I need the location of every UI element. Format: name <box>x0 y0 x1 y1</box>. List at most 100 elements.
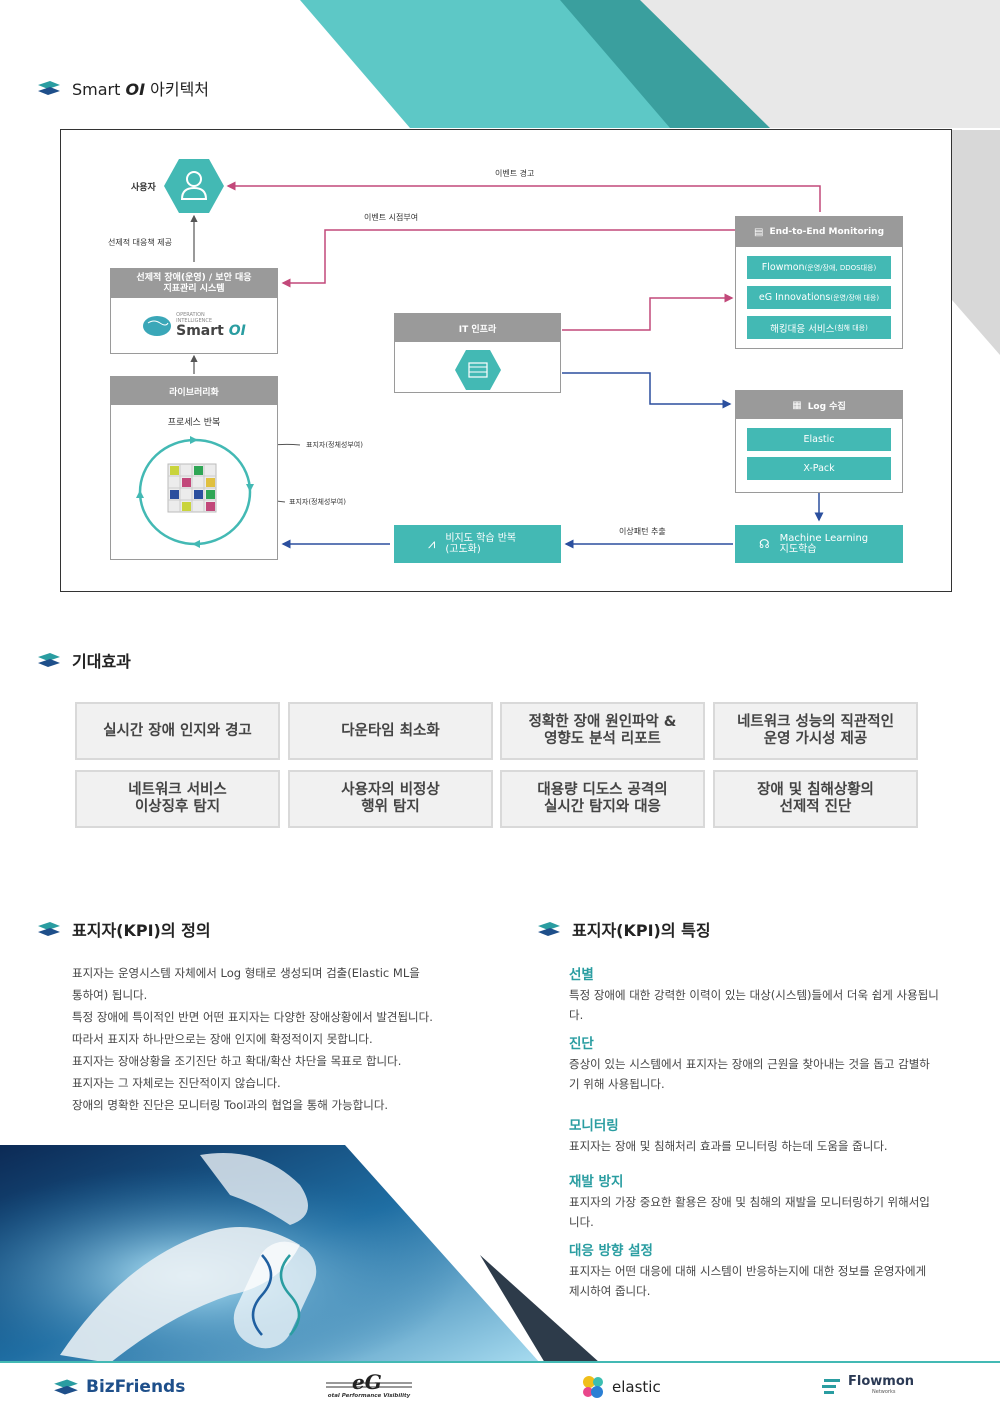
effect-text: 대용량 디도스 공격의 실시간 탐지와 대응 <box>537 782 668 815</box>
effect-text: 장애 및 침해상황의 선제적 진단 <box>757 782 874 815</box>
e2e-title: End-to-End Monitoring <box>769 227 885 237</box>
elastic-icon <box>583 1376 603 1398</box>
flowmon-sub: (운영/장애, DDOS대응) <box>804 263 877 272</box>
header-decoration <box>300 0 1000 355</box>
oi-small-2: INTELLIGENCE <box>176 318 213 324</box>
hack-main: 해킹대응 서비스 <box>770 323 835 335</box>
hack-sub: (침해 대응) <box>834 323 868 332</box>
flowmon-icon <box>822 1379 840 1394</box>
kpi-def-line: 통하여) 됩니다. <box>72 988 148 1002</box>
bizfriends-logo: BizFriends <box>52 1376 185 1398</box>
elastic-text: elastic <box>612 1378 661 1396</box>
feature-text: 특정 장애에 대한 강력한 이력이 있는 대상(시스템)들에서 더욱 쉽게 사용… <box>569 988 939 1022</box>
kpi-def-line: 표지자는 운영시스템 자체에서 Log 형태로 생성되며 검출(Elastic … <box>72 966 420 980</box>
eg-logo: eG otal Performance Visibility <box>326 1371 412 1399</box>
kpi-management-system: 선제적 장애(운영) / 보안 대응 지표관리 시스템 OPERATION IN… <box>110 268 278 354</box>
feature-text: 증상이 있는 시스템에서 표지자는 장애의 근원을 찾아내는 것을 돕고 감별하… <box>569 1057 930 1091</box>
anomaly-extract-label: 이상패턴 추출 <box>619 527 666 536</box>
arch-title-prefix: Smart <box>72 80 126 99</box>
smart-oi-logo: OPERATION INTELLIGENCE Smart OI <box>111 298 277 353</box>
user-icon <box>164 159 224 213</box>
feature-text: 표지자는 어떤 대응에 대해 시스템이 반응하는지에 대한 정보를 운영자에게 … <box>569 1264 927 1298</box>
unsup-line-2: (고도화) <box>445 544 481 555</box>
oi-oi: OI <box>228 323 246 339</box>
kpi-def-line: 따라서 표지자 하나만으로는 장애 인지에 확정적이지 못합니다. <box>72 1032 373 1046</box>
unsup-line-1: 비지도 학습 반복 <box>445 533 517 544</box>
svg-text:eG: eG <box>352 1371 382 1393</box>
kpi-system-title: 선제적 장애(운영) / 보안 대응 지표관리 시스템 <box>111 269 277 298</box>
brain-icon <box>143 315 172 336</box>
effect-card: 장애 및 침해상황의 선제적 진단 <box>713 770 918 828</box>
feature-title: 재발 방지 <box>569 1174 624 1190</box>
kpi-def-line: 장애의 명확한 진단은 모니터링 Tool과의 협업을 통해 가능합니다. <box>72 1098 389 1112</box>
kpi-def-line: 표지자는 장애상황을 조기진단 하고 확대/확산 차단을 목표로 합니다. <box>72 1054 402 1068</box>
cube-cycle-icon <box>136 436 254 548</box>
unsupervised-learning-box: ⩘ 비지도 학습 반복(고도화) <box>394 525 561 563</box>
flowmon-text: Flowmon <box>848 1374 915 1389</box>
bizfriends-text: BizFriends <box>86 1377 186 1397</box>
chart-icon: ⩘ <box>428 536 436 552</box>
bizfriends-s-icon <box>38 922 60 936</box>
ml-brain-icon: ☊ <box>759 537 770 551</box>
flowmon-sub-text: Networks <box>872 1389 896 1395</box>
footer-divider <box>0 1361 1000 1363</box>
hacking-response-item: 해킹대응 서비스 (침해 대응) <box>747 316 891 339</box>
effect-text: 네트워크 서비스 이상징후 탐지 <box>128 782 227 815</box>
effect-text: 사용자의 비정상 행위 탐지 <box>341 782 440 815</box>
oi-small-1: OPERATION <box>176 312 205 318</box>
effect-card: 실시간 장애 인지와 경고 <box>75 702 280 760</box>
process-repeat-label: 프로세스 반복 <box>167 418 221 428</box>
eg-main: eG Innovations <box>758 292 831 303</box>
effect-text: 다운타임 최소화 <box>341 722 440 739</box>
eg-mark-icon: eG <box>326 1371 412 1393</box>
network-hex-icon <box>455 350 501 390</box>
monitor-icon: ▤ <box>753 226 764 238</box>
kpi-identity-label-2: 표지자(정체성부여) <box>289 498 346 506</box>
event-time-label: 이벤트 시점부여 <box>364 213 419 222</box>
kpi-definition-title: 표지자(KPI)의 정의 <box>36 917 211 941</box>
bizfriends-s-icon <box>38 653 60 667</box>
effect-card: 네트워크 서비스 이상징후 탐지 <box>75 770 280 828</box>
it-infra-title: IT 인프라 <box>395 314 560 342</box>
kpi-identity-label-1: 표지자(정체성부여) <box>306 441 363 449</box>
eg-tagline: otal Performance Visibility <box>327 1393 411 1399</box>
ml-line-1: Machine Learning <box>779 533 869 544</box>
ml-line-2: 지도학습 <box>779 544 817 555</box>
oi-smart: Smart <box>176 323 224 339</box>
log-icon: ▦ <box>792 399 802 411</box>
kpi-def-title-text: 표지자(KPI)의 정의 <box>72 921 211 940</box>
feature-title: 진단 <box>569 1036 594 1052</box>
arch-title-suffix: 아키텍처 <box>145 80 210 99</box>
xpack-item: X-Pack <box>747 457 891 480</box>
bizfriends-s-icon <box>54 1379 78 1395</box>
event-alert-label: 이벤트 경고 <box>495 169 535 178</box>
effect-text: 네트워크 성능의 직관적인 운영 가시성 제공 <box>737 714 894 747</box>
kpi-features-title: 표지자(KPI)의 특징 <box>536 917 711 941</box>
effect-card: 대용량 디도스 공격의 실시간 탐지와 대응 <box>500 770 705 828</box>
it-infra-box: IT 인프라 <box>394 313 561 393</box>
eg-innovations-item: eG Innovations (운영/장애 대응) <box>747 286 891 309</box>
feature-title: 대응 방향 설정 <box>569 1243 653 1259</box>
flowmon-logo: Flowmon Networks <box>822 1374 915 1397</box>
eg-sub: (운영/장애 대응) <box>830 293 880 302</box>
kpi-def-line: 표지자는 그 자체로는 진단적이지 않습니다. <box>72 1076 281 1090</box>
e2e-monitoring-header: ▤ End-to-End Monitoring <box>736 217 902 247</box>
feature-title: 모니터링 <box>569 1118 619 1134</box>
kpi-feat-title-text: 표지자(KPI)의 특징 <box>572 921 711 940</box>
effect-card: 다운타임 최소화 <box>288 702 493 760</box>
arch-title-oi: OI <box>125 80 146 99</box>
effect-card: 사용자의 비정상 행위 탐지 <box>288 770 493 828</box>
kpi-definition-body: 표지자는 운영시스템 자체에서 Log 형태로 생성되며 검출(Elastic … <box>72 962 502 1116</box>
effect-text: 실시간 장애 인지와 경고 <box>103 722 252 739</box>
bizfriends-s-icon <box>538 922 560 936</box>
library-title: 라이브러리화 <box>111 377 277 405</box>
user-label-text: 사용자 <box>131 183 156 193</box>
proactive-label: 선제적 대응책 제공 <box>108 238 172 247</box>
elastic-logo: elastic <box>580 1374 661 1400</box>
bizfriends-s-icon <box>38 81 60 95</box>
log-collection-header: ▦ Log 수집 <box>736 391 902 419</box>
log-title: Log 수집 <box>807 401 846 412</box>
effect-card: 정확한 장애 원인파악 & 영향도 분석 리포트 <box>500 702 705 760</box>
feature-title: 선별 <box>569 967 594 983</box>
